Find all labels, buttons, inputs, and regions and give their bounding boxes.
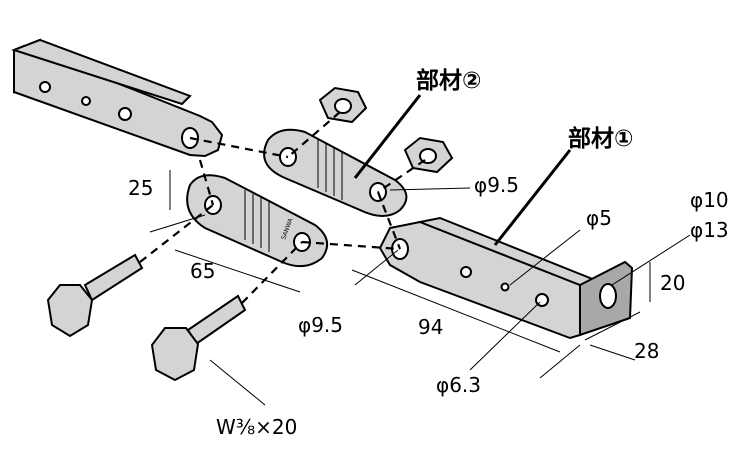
label-dim-25: 25 bbox=[128, 176, 153, 200]
label-dim-65: 65 bbox=[190, 259, 215, 283]
label-hole-diameter-6-3: φ6.3 bbox=[436, 373, 481, 397]
label-hole-diameter-13: φ13 bbox=[690, 218, 729, 242]
assembly-lines bbox=[139, 111, 426, 304]
connecting-plate-upper bbox=[263, 128, 408, 217]
label-bolt-spec: W⅜×20 bbox=[216, 415, 297, 439]
bolt-right bbox=[150, 294, 247, 382]
nut-lower bbox=[403, 136, 454, 174]
left-bracket bbox=[10, 38, 224, 158]
label-dim-28: 28 bbox=[634, 339, 659, 363]
dimension-lines bbox=[149, 94, 691, 406]
label-dim-94: 94 bbox=[418, 315, 443, 339]
label-dim-20: 20 bbox=[660, 271, 685, 295]
bolt-left bbox=[46, 253, 144, 338]
label-part1: 部材① bbox=[568, 125, 633, 152]
label-hole-diameter-5: φ5 bbox=[586, 206, 612, 230]
label-hole-diameter-10: φ10 bbox=[690, 188, 729, 212]
label-part2: 部材② bbox=[416, 67, 481, 94]
label-hole-diameter-9-5-lower: φ9.5 bbox=[298, 313, 343, 337]
label-hole-diameter-9-5-upper: φ9.5 bbox=[474, 173, 519, 197]
nut-upper bbox=[318, 86, 368, 124]
right-bracket bbox=[378, 216, 634, 340]
